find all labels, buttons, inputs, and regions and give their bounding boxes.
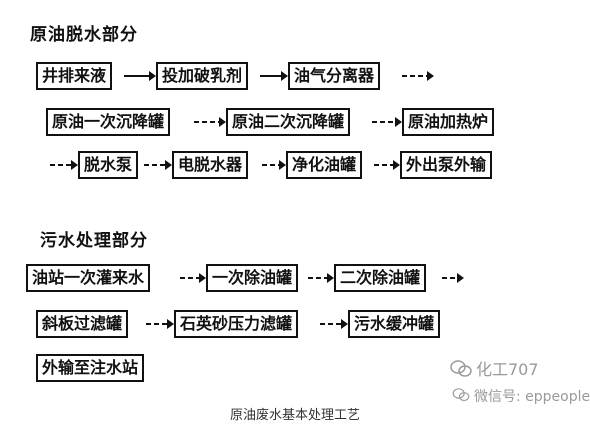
arrow: [194, 117, 226, 127]
arrow-continuation: [442, 273, 464, 283]
figure-caption: 原油废水基本处理工艺: [229, 408, 360, 423]
node-electric-dehydrator: 电脱水器: [172, 151, 249, 179]
arrow: [308, 273, 334, 283]
node-inclined-plate-filter: 斜板过滤罐: [36, 310, 129, 338]
arrow-continuation: [402, 71, 434, 81]
arrow: [146, 319, 174, 329]
wechat-icon: [452, 388, 470, 406]
watermark-account: 微信号: eppeople: [452, 386, 590, 406]
node-demulsifier: 投加破乳剂: [156, 62, 249, 90]
arrow: [262, 160, 286, 170]
node-primary-oil-removal-tank: 一次除油罐: [206, 264, 299, 292]
arrow: [144, 160, 172, 170]
arrow: [124, 71, 156, 81]
arrow: [260, 71, 288, 81]
watermark-brand-text: 化工707: [476, 360, 539, 379]
arrow: [372, 117, 402, 127]
arrow: [320, 319, 348, 329]
node-clean-oil-tank: 净化油罐: [286, 151, 363, 179]
node-secondary-settling-tank: 原油二次沉降罐: [226, 108, 351, 136]
wechat-icon: [450, 359, 472, 382]
dehydration-section-title: 原油脱水部分: [30, 25, 138, 45]
node-export-pump: 外出泵外输: [400, 151, 493, 179]
node-export-to-injection-station: 外输至注水站: [36, 354, 145, 382]
arrow-continuation: [50, 160, 78, 170]
node-crude-heater: 原油加热炉: [402, 108, 495, 136]
node-quartz-sand-filter: 石英砂压力滤罐: [174, 310, 299, 338]
node-wastewater-buffer-tank: 污水缓冲罐: [348, 310, 441, 338]
node-well-liquid: 井排来液: [36, 62, 113, 90]
node-station-water-inflow: 油站一次灌来水: [26, 264, 151, 292]
wastewater-section-title: 污水处理部分: [40, 231, 148, 251]
node-primary-settling-tank: 原油一次沉降罐: [46, 108, 171, 136]
watermark-brand: 化工707: [450, 356, 539, 382]
node-oil-gas-separator: 油气分离器: [288, 62, 381, 90]
node-dehydration-pump: 脱水泵: [78, 151, 139, 179]
node-secondary-oil-removal-tank: 二次除油罐: [334, 264, 427, 292]
watermark-account-text: 微信号: eppeople: [474, 389, 590, 405]
arrow: [374, 160, 400, 170]
arrow: [180, 273, 206, 283]
